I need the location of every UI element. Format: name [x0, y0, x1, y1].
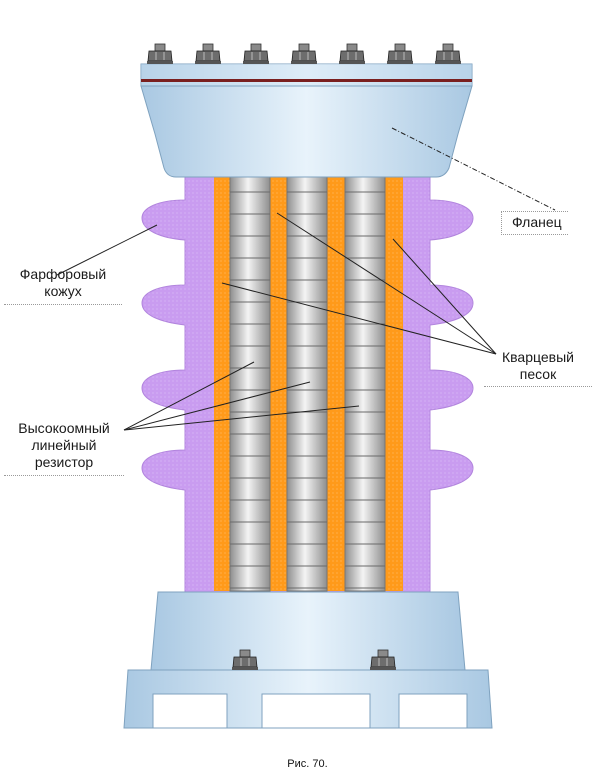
label-line: линейный [31, 437, 97, 453]
label-line: Фарфоровый [19, 266, 107, 282]
base-opening [398, 693, 468, 729]
leader-sand [276, 212, 497, 355]
flange-gasket [141, 79, 472, 82]
leader-casing [56, 224, 158, 276]
base-opening [261, 693, 371, 729]
label-resistor: Высокоомный линейный резистор [4, 420, 124, 476]
label-line: Высокоомный [18, 420, 110, 436]
leader-sand [221, 282, 497, 355]
bolt [243, 43, 269, 64]
label-line: резистор [34, 454, 94, 470]
bolt [195, 43, 221, 64]
resistor-stack [344, 176, 386, 592]
label-line: Кварцевый [502, 349, 574, 365]
leader-resistor [123, 405, 360, 431]
bolt [387, 43, 413, 64]
leader-flange [391, 127, 556, 211]
leader-resistor [123, 361, 255, 431]
bolt [232, 649, 258, 670]
bolt [370, 649, 396, 670]
bolt [147, 43, 173, 64]
label-flange: Фланец [501, 211, 568, 235]
leader-sand [392, 238, 497, 355]
bolt [291, 43, 317, 64]
inner-column [214, 176, 403, 592]
resistor-stack [229, 176, 271, 592]
leader-lines [56, 127, 556, 431]
top-flange [140, 43, 473, 178]
label-line: кожух [44, 283, 82, 299]
label-porcelain-casing: Фарфоровый кожух [4, 266, 122, 305]
resistor-stack [286, 176, 328, 592]
label-line: песок [519, 366, 557, 382]
bolt [339, 43, 365, 64]
base-flange [123, 591, 493, 729]
leader-resistor [123, 381, 311, 431]
label-quartz-sand: Кварцевый песок [484, 349, 592, 387]
bolt [435, 43, 461, 64]
base-opening [152, 693, 228, 729]
figure-caption: Рис. 70. [287, 758, 328, 770]
